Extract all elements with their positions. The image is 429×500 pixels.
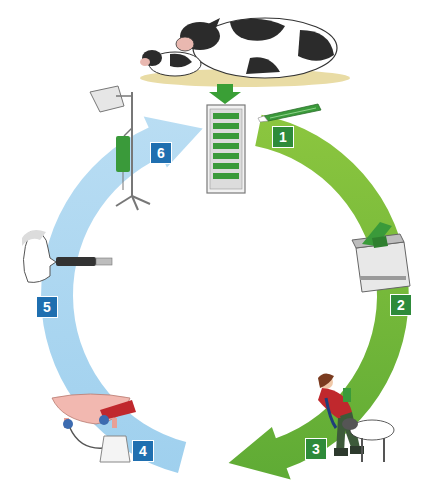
step-number: 6 [150, 142, 172, 164]
callout-number: 1 [279, 130, 287, 144]
cow-and-calf [140, 18, 350, 87]
step-number: 2 [390, 294, 412, 316]
step-number: 5 [36, 296, 58, 318]
step-number: 4 [132, 440, 154, 462]
green-cycle-arrow [229, 115, 409, 480]
farmer-feeding-calf [318, 373, 394, 462]
callout-number: 2 [397, 298, 405, 312]
callout-number: 3 [312, 442, 320, 456]
step-number: 3 [305, 438, 327, 460]
drip-stand [90, 86, 150, 210]
callout-number: 6 [157, 146, 165, 160]
callout-number: 4 [139, 444, 147, 458]
refractometer-check [22, 230, 112, 282]
callout-number: 5 [43, 300, 51, 314]
blue-cycle-arrow [41, 117, 203, 473]
storage-cabinet [207, 105, 245, 193]
colostrum-bag [258, 104, 321, 122]
down-arrow [209, 84, 241, 104]
thawing-unit [352, 222, 410, 292]
step-number: 1 [272, 126, 294, 148]
milking-udder [52, 394, 136, 462]
